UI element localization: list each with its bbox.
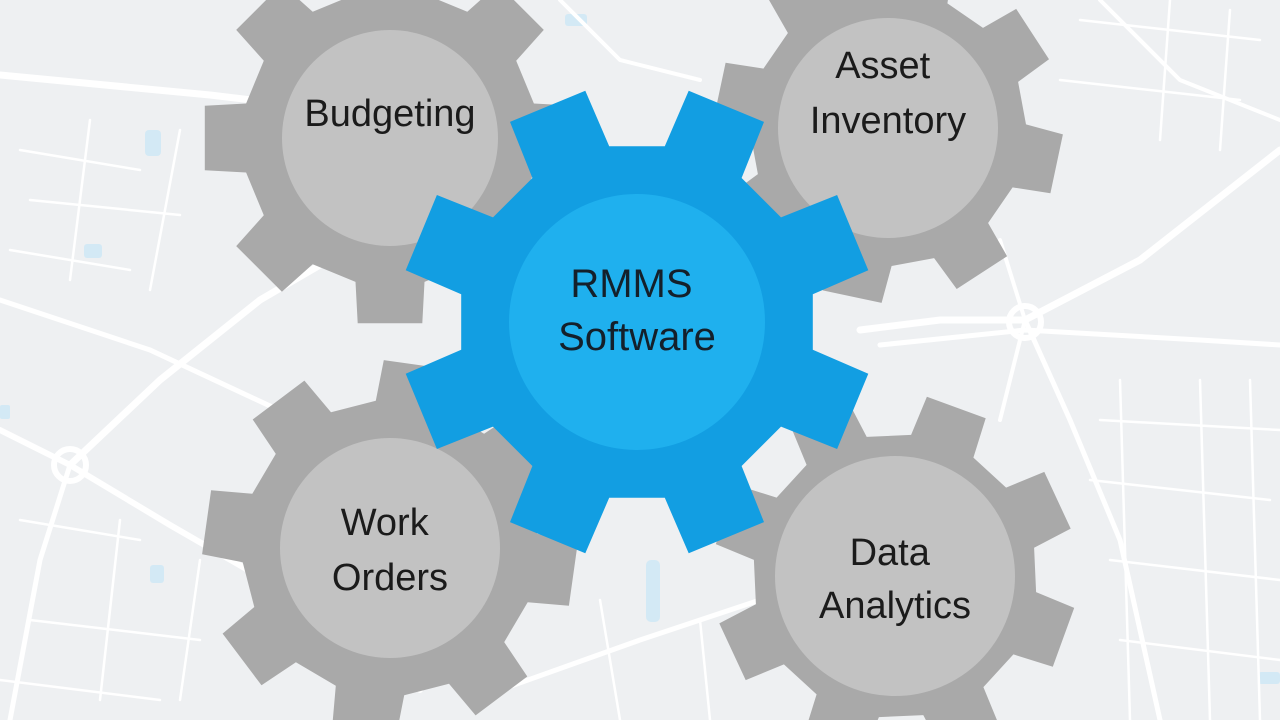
rmms-software-label: RMMS Software [558,262,716,359]
gear-rmms-software-hub [509,194,765,450]
rmms-software-label-line-1: RMMS [570,262,692,306]
budgeting-label: Budgeting [304,93,475,135]
work-orders-label-line-2: Orders [332,557,448,599]
gear-data-analytics-hub [775,456,1015,696]
gear-budgeting-hub [282,30,498,246]
asset-inventory-label-line-2: Inventory [810,100,966,142]
data-analytics-label-line-2: Analytics [819,585,971,627]
gear-rmms-software: RMMS Software [405,90,869,554]
rmms-software-label-line-2: Software [558,315,716,359]
gear-data-analytics: Data Analytics [715,396,1075,720]
water-features [0,14,1280,684]
data-analytics-label-line-1: Data [850,532,931,574]
gear-work-orders: Work Orders [202,360,578,720]
gear-work-orders-hub [280,438,500,658]
gear-asset-inventory-hub [778,18,998,238]
data-analytics-label: Data Analytics [819,532,971,627]
work-orders-label: Work Orders [332,502,448,599]
asset-inventory-label-line-1: Asset [835,45,930,87]
work-orders-label-line-1: Work [341,502,430,544]
budgeting-label-line: Budgeting [304,93,475,135]
asset-inventory-label: Asset Inventory [810,45,966,142]
